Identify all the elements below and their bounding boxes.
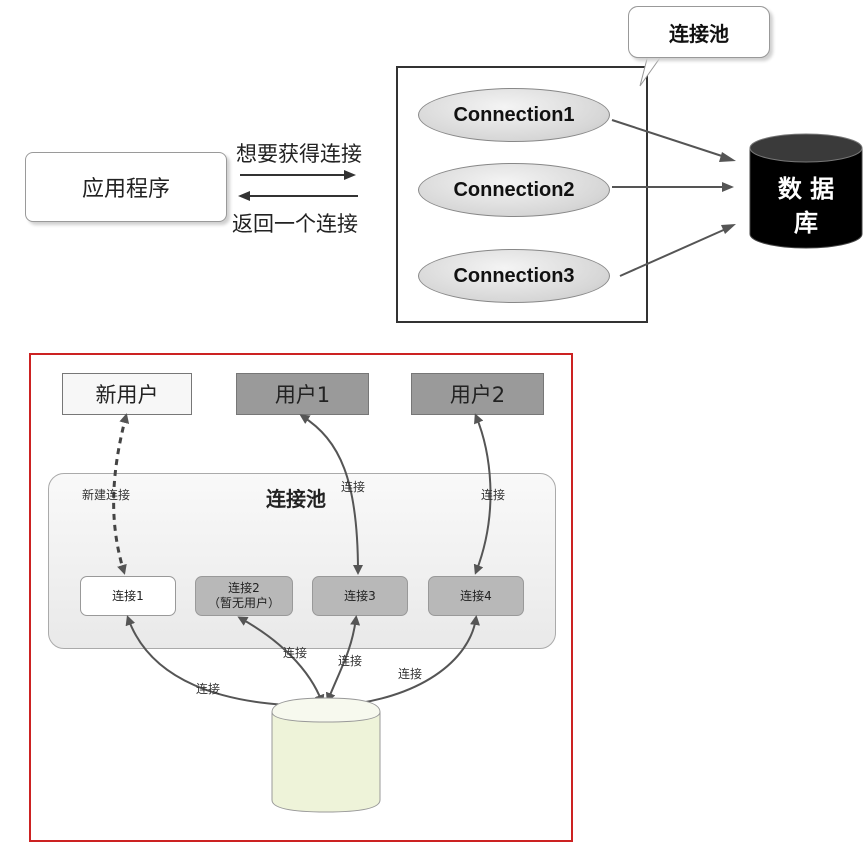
new-connection-label: 新建连接	[82, 488, 131, 502]
new-user-edge	[112, 413, 130, 575]
user1-connection-label: 连接	[341, 480, 366, 494]
slot-connection2-note: （暂无用户）	[207, 596, 280, 610]
connection1-label: Connection1	[453, 103, 575, 126]
user2-edge	[473, 413, 492, 575]
db-slot3-label: 连接	[338, 654, 363, 668]
request-arrow-head	[344, 170, 356, 180]
user1-label: 用户1	[274, 383, 331, 407]
return-arrow-head	[238, 191, 250, 201]
db-slot2-edge	[237, 616, 325, 705]
request-connection-label: 想要获得连接	[236, 142, 362, 166]
conn2-db-arrow-head	[722, 182, 734, 192]
user1-edge	[299, 414, 363, 575]
new-user-box: 新用户	[62, 373, 192, 415]
database-label-line2: 库	[794, 209, 818, 237]
slot-connection1-label: 连接1	[112, 588, 144, 603]
db-slot4-label: 连接	[398, 667, 423, 681]
pool-callout-label: 连接池	[669, 21, 729, 46]
connection3-label: Connection3	[453, 264, 575, 287]
slot-connection4: 连接4	[428, 576, 524, 616]
slot-connection3: 连接3	[312, 576, 408, 616]
return-connection-label: 返回一个连接	[232, 212, 358, 236]
database-cylinder	[749, 133, 863, 249]
user2-label: 用户2	[449, 383, 506, 407]
slot-connection4-label: 连接4	[460, 588, 492, 603]
application-box: 应用程序	[25, 152, 227, 222]
user2-connection-label: 连接	[481, 488, 506, 502]
pool-callout: 连接池	[628, 6, 770, 58]
user1-box: 用户1	[236, 373, 369, 415]
database-label: 数 据 库	[750, 172, 862, 240]
conn3-db-arrow-head	[721, 224, 736, 234]
new-user-label: 新用户	[95, 383, 159, 407]
slot-connection3-label: 连接3	[344, 588, 376, 603]
database-label-line1: 数 据	[777, 175, 835, 203]
connection2-label: Connection2	[453, 178, 575, 201]
conn1-db-arrow	[611, 119, 729, 159]
conn1-db-arrow-head	[719, 152, 736, 162]
slot-connection1: 连接1	[80, 576, 176, 616]
db-slot1-edge	[125, 615, 321, 711]
connection1-ellipse: Connection1	[418, 88, 610, 142]
application-label: 应用程序	[81, 177, 170, 202]
user2-box: 用户2	[411, 373, 544, 415]
db-slot1-label: 连接	[196, 682, 221, 696]
slot-connection2-label: 连接2	[228, 581, 260, 595]
connection3-ellipse: Connection3	[418, 249, 610, 303]
connection2-ellipse: Connection2	[418, 163, 610, 217]
bottom-database-cylinder	[271, 697, 381, 813]
db-slot2-label: 连接	[283, 646, 308, 660]
conn3-db-arrow	[619, 227, 729, 277]
